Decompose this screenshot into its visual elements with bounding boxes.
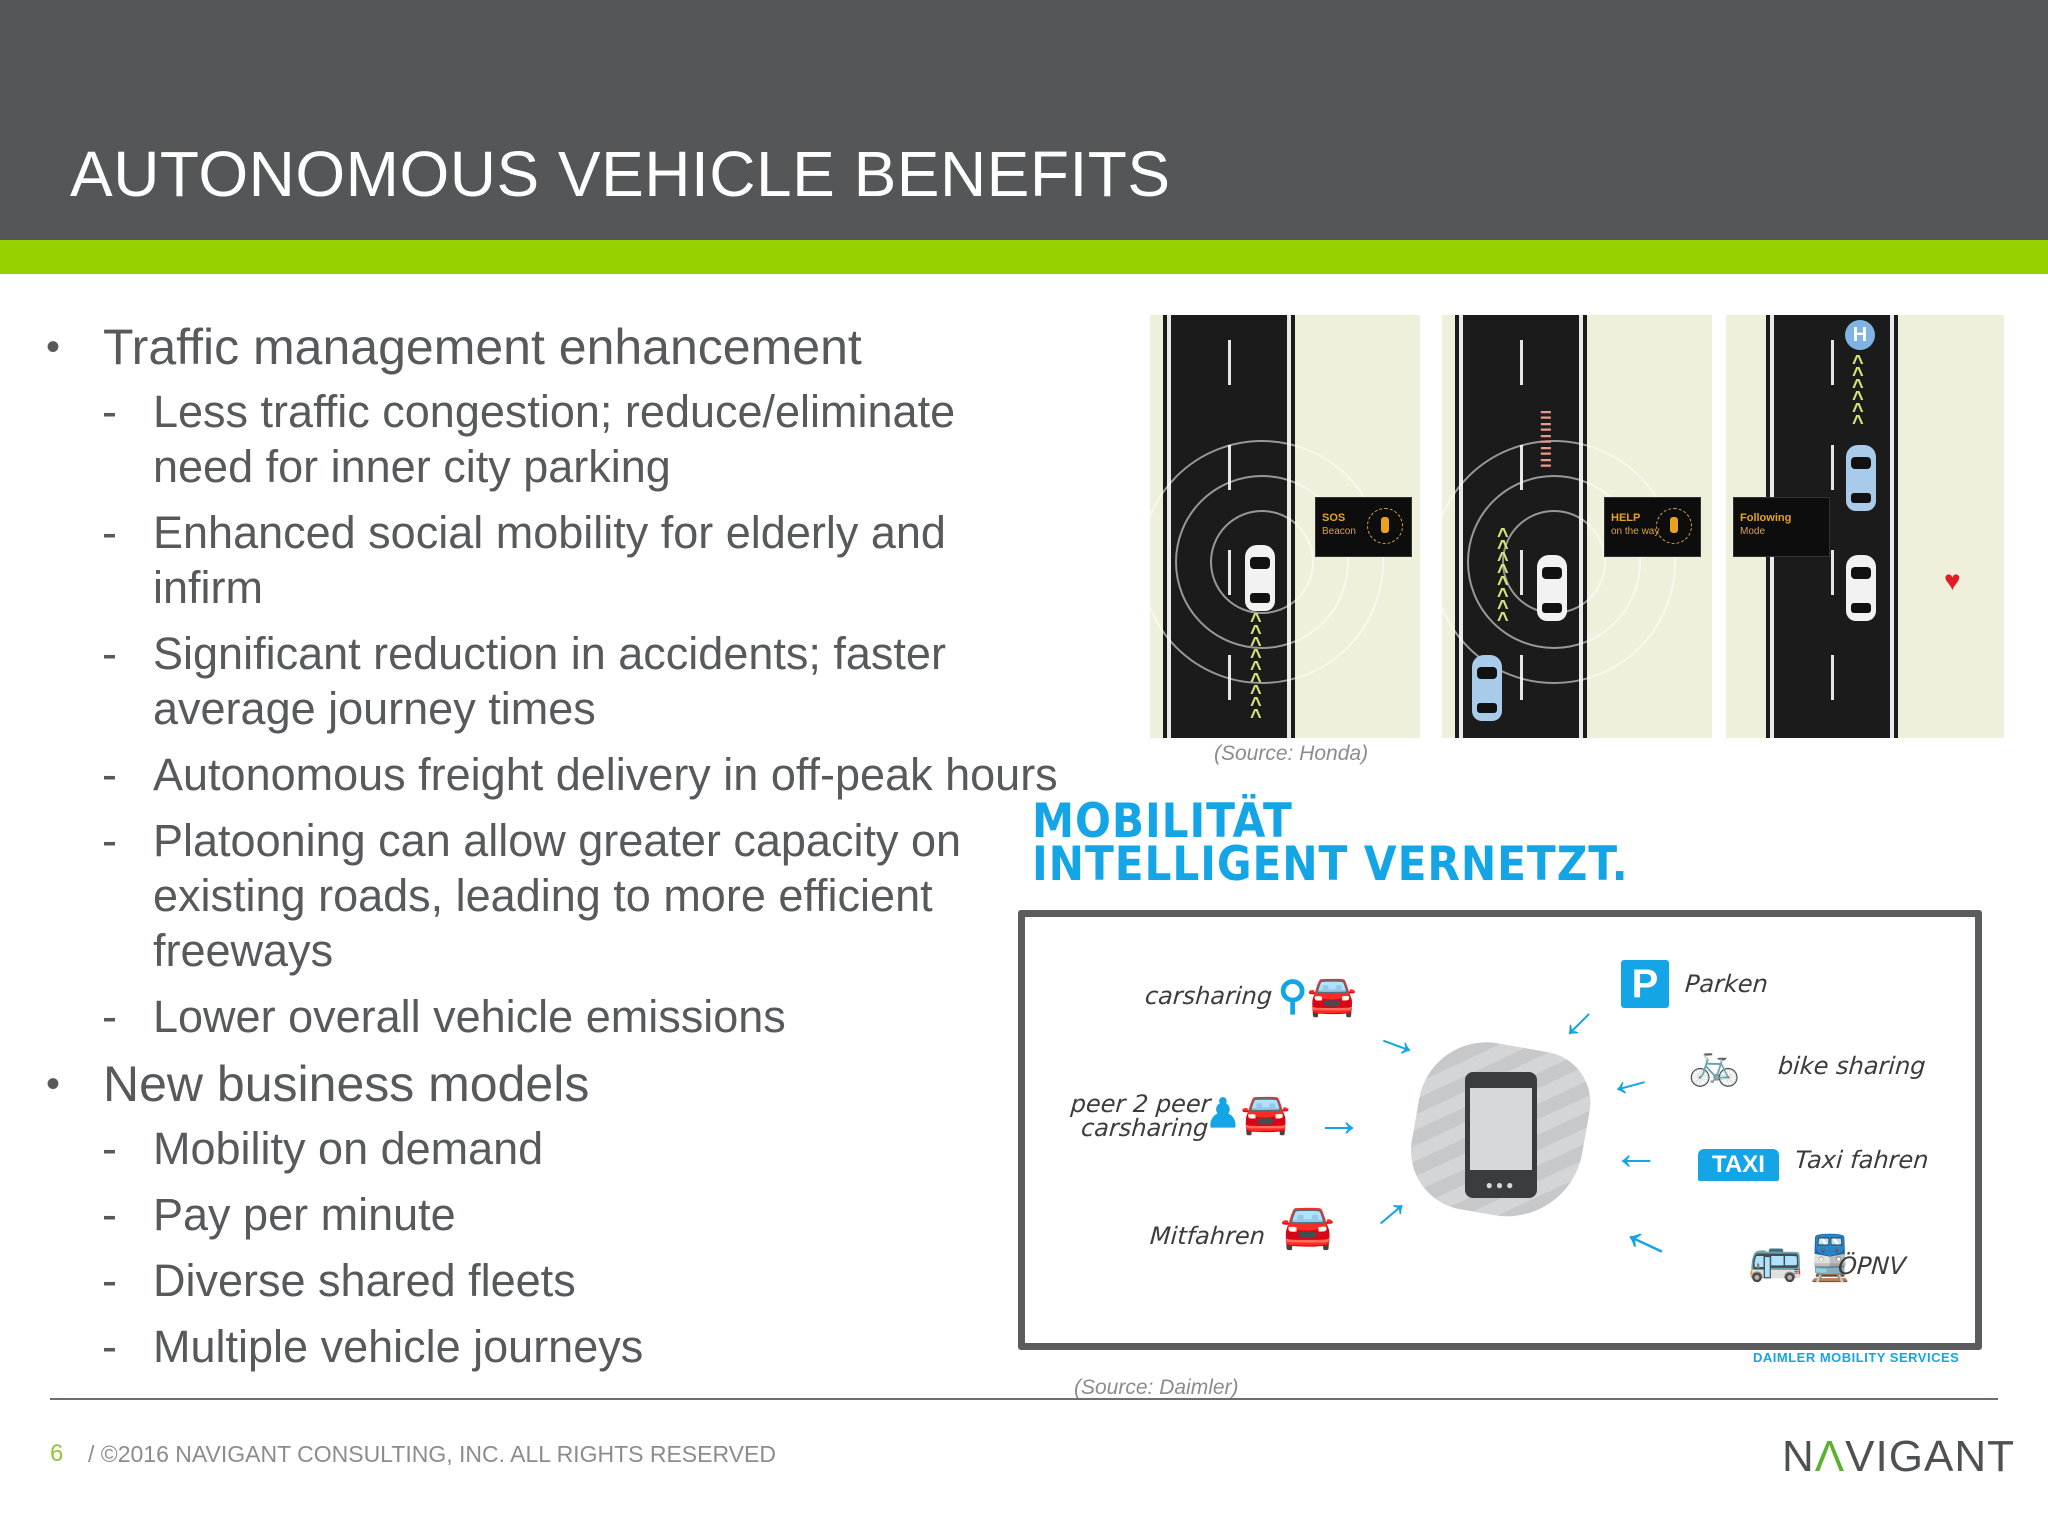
logo-chevron-icon: Λ [1814,1432,1846,1481]
opnv-label: ÖPNV [1837,1252,1907,1280]
key-car-icon: ⚲🚘 [1278,974,1358,1018]
bullet-level1: •Traffic management enhancement [46,319,862,375]
bullet-level2: -Significant reduction in accidents; fas… [102,628,946,734]
bullet-dot-icon: • [46,1062,61,1106]
daimler-brand: DAIMLER MOBILITY SERVICES [1753,1350,1960,1365]
footer-divider [50,1398,1998,1400]
lane-marking [1520,340,1523,385]
dash-icon: - [102,1189,117,1240]
car-blue [1472,655,1502,721]
taxi-icon: TAXI [1698,1149,1779,1181]
bullet-level1: •New business models [46,1056,590,1112]
honda-source-caption: (Source: Honda) [1214,742,1369,765]
bike-sharing-label: bike sharing [1777,1052,1927,1080]
bullet-level2: -Lower overall vehicle emissions [102,991,786,1042]
bullet-level2: -Multiple vehicle journeys [102,1321,644,1372]
smartphone-icon: ●●● [1465,1072,1537,1198]
bullet-level2: -Pay per minute [102,1189,456,1240]
chevron-trail: ^^^^^^ [1852,352,1864,434]
lane-marking [1228,340,1231,385]
mitfahren-label: Mitfahren [1149,1222,1266,1250]
parking-icon: P [1621,960,1669,1008]
chevron-trail: ^^^^^^^^ [1497,525,1509,631]
chevron-trail: ===== [1540,405,1552,475]
hospital-marker-icon: H [1845,320,1875,350]
beacon-car-icon [1656,508,1692,544]
bullet-level2: -Less traffic congestion; reduce/elimina… [102,386,956,492]
dash-icon: - [102,1123,117,1174]
carsharing-label: carsharing [1144,982,1274,1010]
help-on-the-way-label: HELP on the way [1604,497,1701,557]
dash-icon: - [102,628,117,679]
arrow-left-icon: ← [1612,1127,1660,1180]
peer-2-peer-label: peer 2 peer carsharing [1069,1090,1212,1142]
bullet-level2: -Diverse shared fleets [102,1255,576,1306]
slide-title: AUTONOMOUS VEHICLE BENEFITS [70,138,1171,210]
bullet-list: •Traffic management enhancement -Less tr… [0,318,1090,1385]
passengers-car-icon: 🚘 [1280,1202,1335,1251]
bullet-level2: -Enhanced social mobility for elderly an… [102,507,946,613]
heart-hands-icon: ♥ [1944,565,1961,596]
parken-label: Parken [1684,970,1769,998]
lane-marking [1831,340,1834,385]
lane-marking [1831,550,1834,595]
dash-icon: - [102,749,117,800]
accent-bar [0,240,2048,274]
bicycle-icon: 🚲 [1688,1040,1741,1087]
dash-icon: - [102,815,117,866]
lane-marking [1831,655,1834,700]
bullet-level2: -Autonomous freight delivery in off-peak… [102,749,1058,800]
signal-ring [1442,440,1676,684]
honda-panel-following: H ^^^^^^ ♥ Following Mode [1726,315,2004,738]
honda-panel-sos: ^^^^^^^^^ SOS Beacon [1150,315,1420,738]
honda-panel-help: ===== ^^^^^^^^ HELP on the way [1442,315,1712,738]
dash-icon: - [102,507,117,558]
chevron-trail: ^^^^^^^^^ [1250,610,1262,728]
bullet-level2: -Mobility on demand [102,1123,544,1174]
daimler-title: MOBILITÄT INTELLIGENT VERNETZT. [1032,794,1629,892]
dash-icon: - [102,1255,117,1306]
bullet-level2: -Platooning can allow greater capacity o… [102,815,962,976]
lane-marking [1831,445,1834,490]
car-blue [1846,445,1876,511]
page-number: 6 [50,1440,64,1467]
daimler-source-caption: (Source: Daimler) [1074,1376,1239,1399]
following-mode-label: Following Mode [1733,497,1830,557]
navigant-logo: NΛVIGANT [1782,1432,2015,1481]
dash-icon: - [102,1321,117,1372]
sos-beacon-label: SOS Beacon [1315,497,1412,557]
arrow-right-icon: → [1315,1094,1363,1147]
person-car-icon: ♟🚘 [1205,1092,1291,1136]
copyright-text: / ©2016 NAVIGANT CONSULTING, INC. ALL RI… [88,1441,776,1467]
taxi-fahren-label: Taxi fahren [1794,1146,1930,1174]
bullet-dot-icon: • [46,325,61,369]
car-white [1245,545,1275,611]
signal-ring [1150,440,1384,684]
title-banner: AUTONOMOUS VEHICLE BENEFITS [0,0,2048,240]
beacon-car-icon [1367,508,1403,544]
car-white [1846,555,1876,621]
car-white [1537,555,1567,621]
dash-icon: - [102,991,117,1042]
bus-train-icon: 🚌🚆 [1748,1234,1858,1283]
dash-icon: - [102,386,117,437]
